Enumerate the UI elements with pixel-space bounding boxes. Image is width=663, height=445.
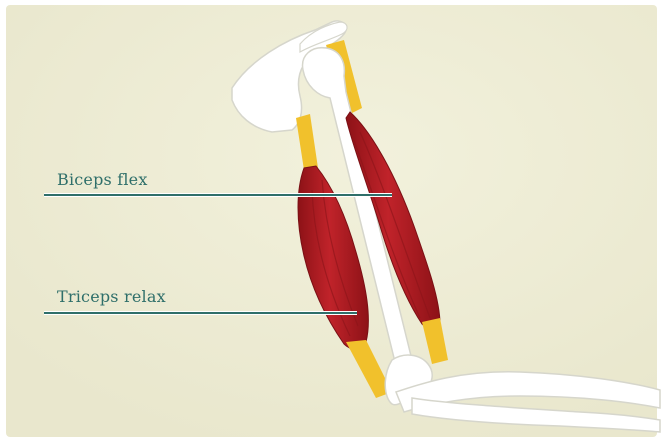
- triceps-label: Triceps relax: [57, 287, 166, 306]
- biceps-label: Biceps flex: [57, 170, 148, 189]
